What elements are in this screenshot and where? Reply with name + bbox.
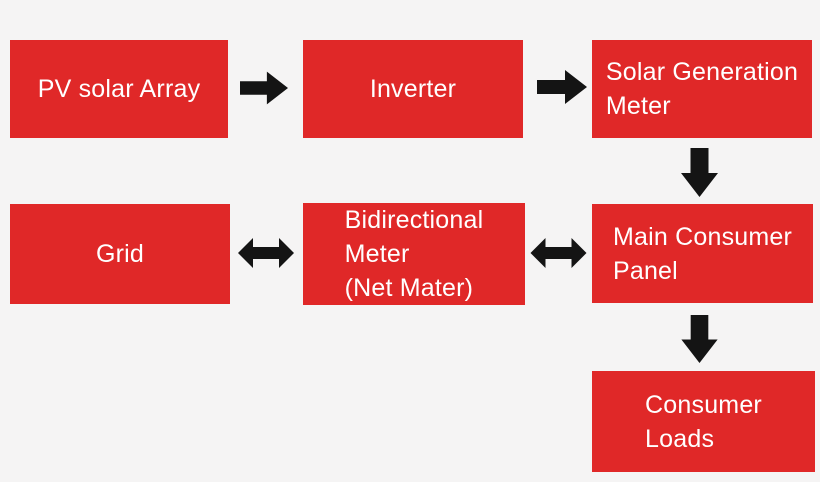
node-inverter-label: Inverter	[369, 75, 457, 103]
arrow-down-icon	[681, 148, 718, 197]
node-pv-solar-array: PV solar Array	[10, 40, 228, 138]
node-solar-generation-meter-label: Solar Generation Meter	[605, 58, 799, 120]
node-bidirectional-meter-label: Bidirectional Meter (Net Mater)	[344, 206, 484, 302]
arrow-left-right-icon	[530, 238, 587, 268]
node-inverter: Inverter	[303, 40, 523, 138]
arrow-right-icon	[240, 71, 288, 105]
node-consumer-loads: Consumer Loads	[592, 371, 815, 472]
node-main-consumer-panel: Main Consumer Panel	[592, 204, 813, 303]
node-consumer-loads-label: Consumer Loads	[645, 390, 762, 453]
node-bidirectional-meter: Bidirectional Meter (Net Mater)	[303, 203, 525, 305]
node-solar-generation-meter: Solar Generation Meter	[592, 40, 812, 138]
node-grid: Grid	[10, 204, 230, 304]
node-main-consumer-panel-label: Main Consumer Panel	[612, 222, 793, 285]
arrow-down-icon	[681, 315, 718, 363]
arrow-left-right-icon	[238, 238, 294, 268]
arrow-right-icon	[537, 70, 587, 104]
node-pv-solar-array-label: PV solar Array	[37, 75, 201, 103]
node-grid-label: Grid	[95, 240, 145, 268]
